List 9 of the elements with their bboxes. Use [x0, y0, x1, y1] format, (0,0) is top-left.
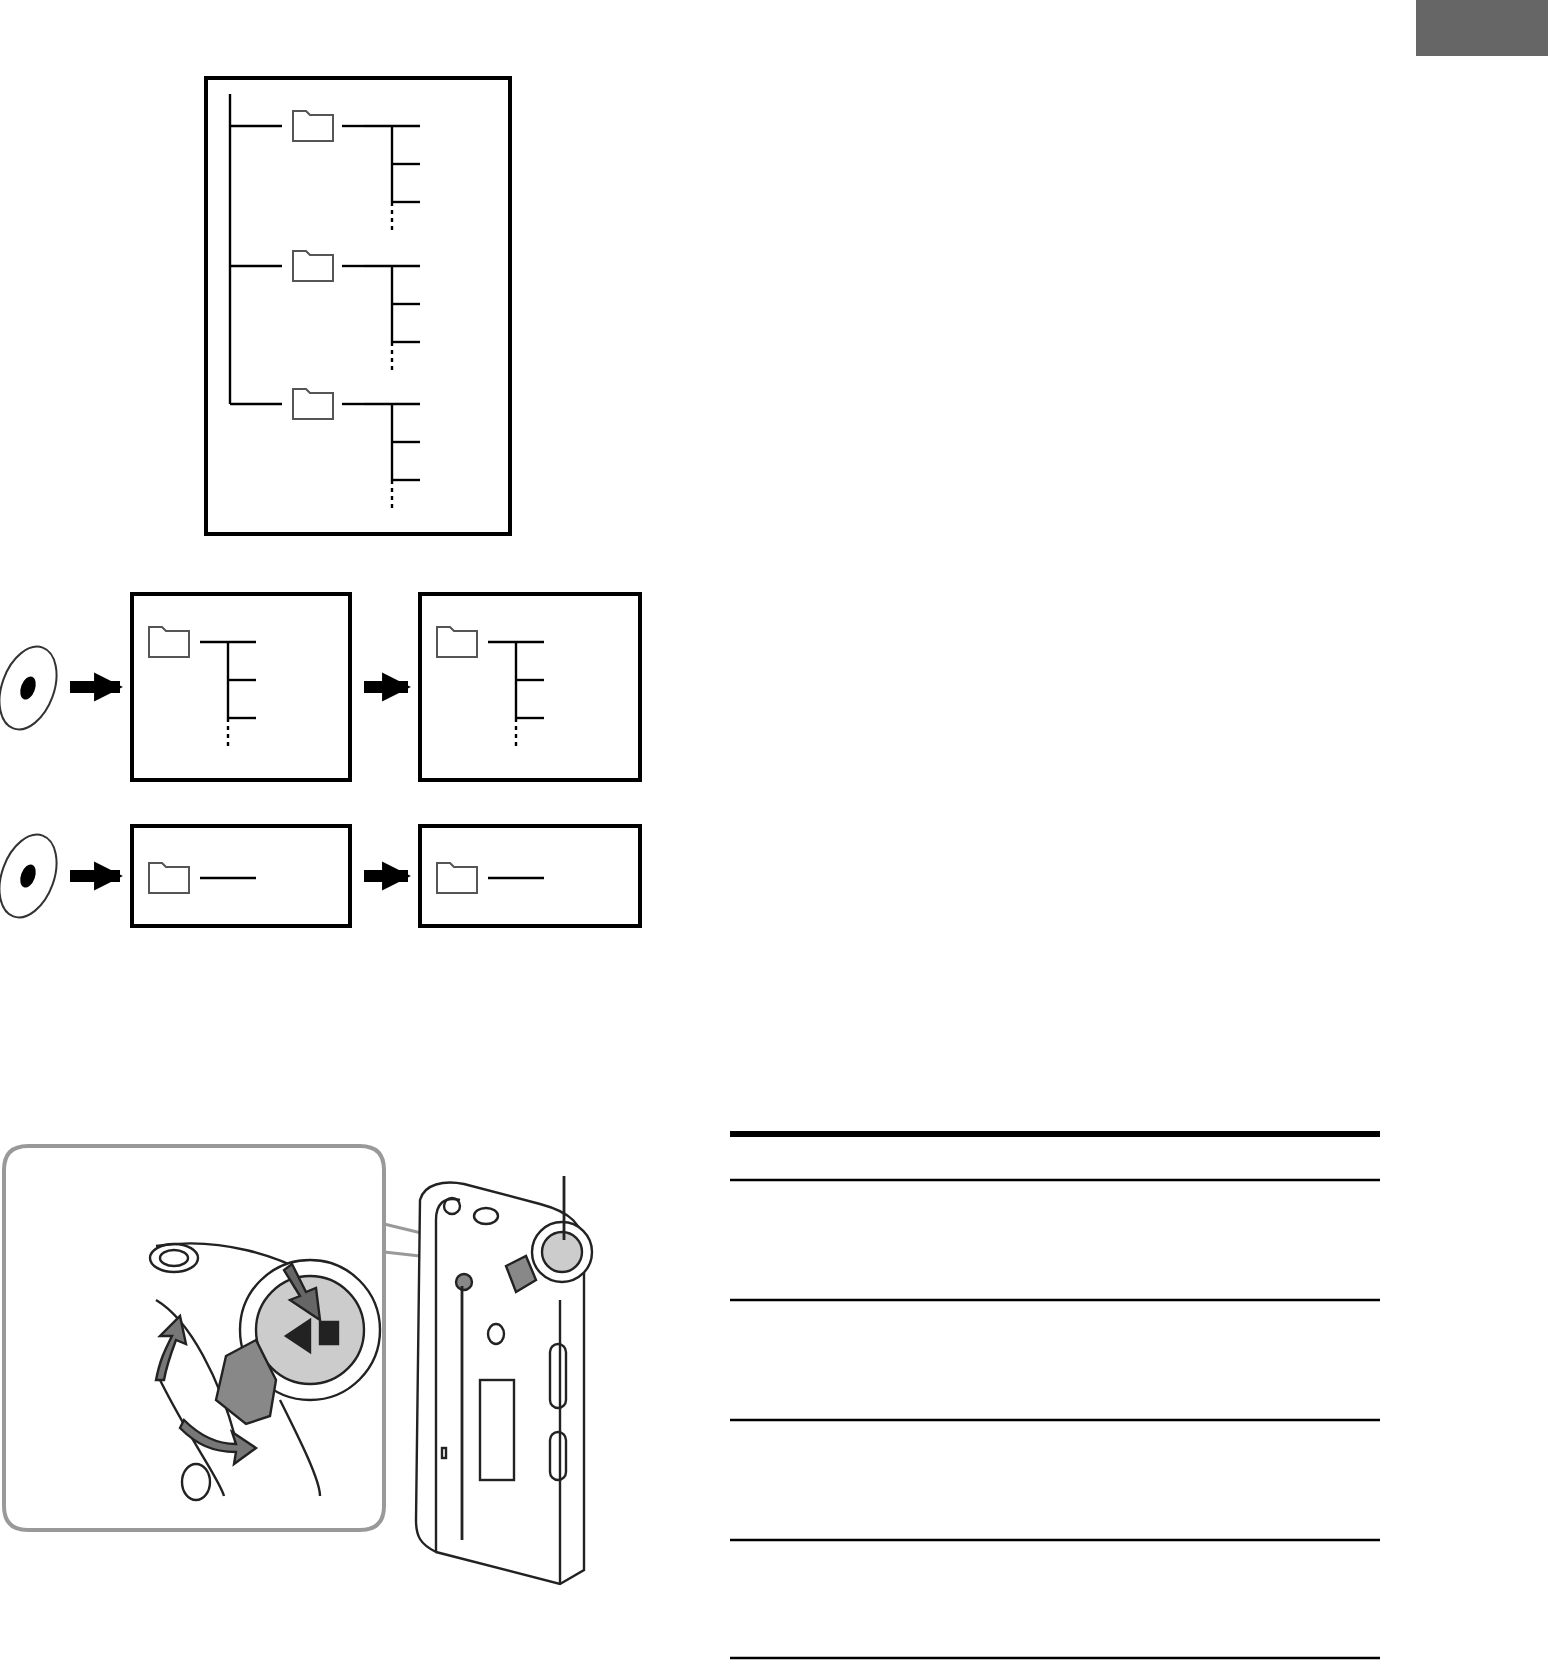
arrow — [70, 672, 123, 702]
arrow — [364, 672, 411, 702]
folder-box — [204, 76, 512, 536]
folder-box — [418, 824, 642, 928]
folder-box — [418, 592, 642, 782]
arrow — [70, 861, 123, 891]
folder-box — [130, 824, 352, 928]
arrow — [364, 861, 411, 891]
folder-box — [130, 592, 352, 782]
